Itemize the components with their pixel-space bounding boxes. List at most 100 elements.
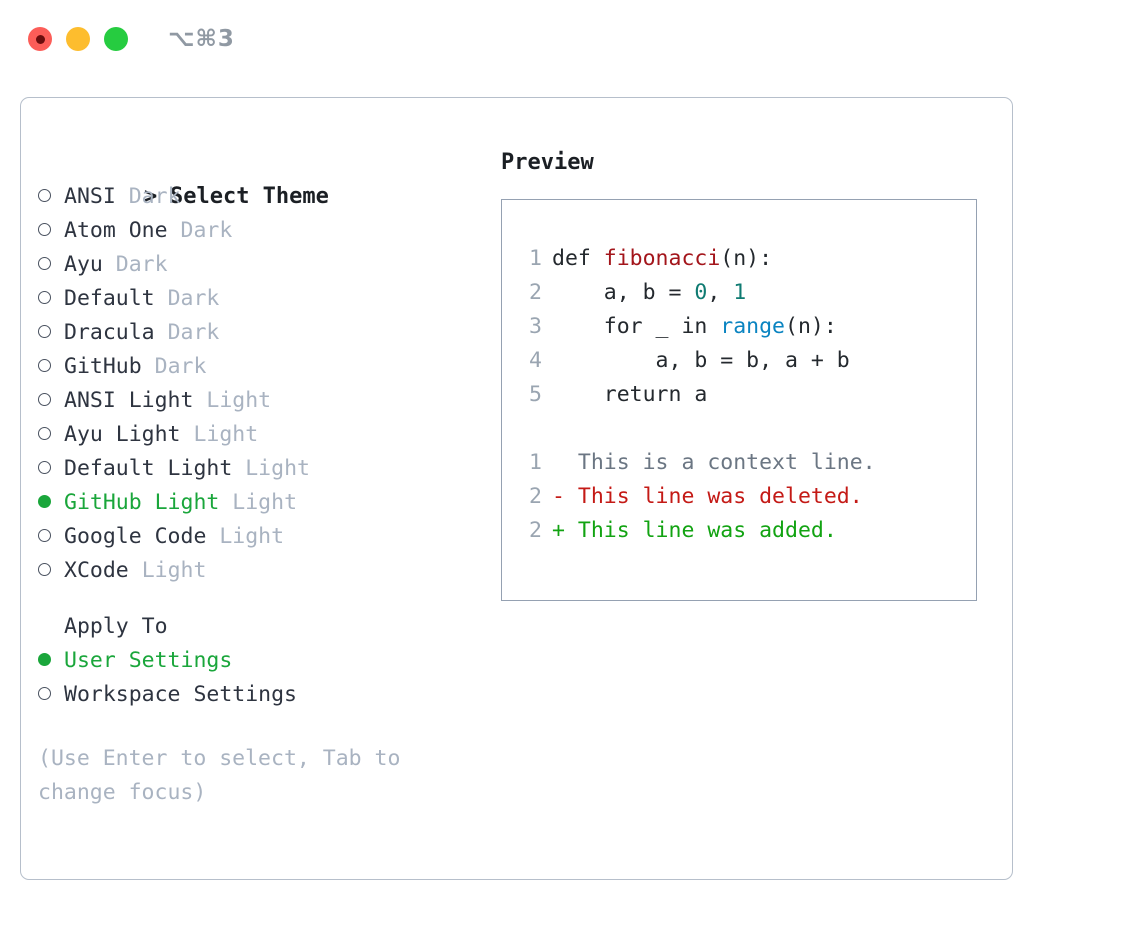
theme-option-google-code[interactable]: Google Code Light — [38, 520, 488, 554]
theme-option-github-light[interactable]: GitHub Light Light — [38, 486, 488, 520]
theme-option-ansi-light[interactable]: ANSI Light Light — [38, 384, 488, 418]
code-token: a, b = b, a + b — [552, 348, 850, 373]
diff-line: 2 + This line was added. — [502, 514, 976, 548]
diff-sample: 1 This is a context line. 2 - This line wa… — [502, 446, 976, 548]
apply-to-option-workspace-settings[interactable]: Workspace Settings — [38, 678, 488, 712]
code-token: , — [707, 280, 734, 305]
theme-option-label: Ayu — [64, 252, 103, 277]
theme-option-label: Dracula — [64, 320, 155, 345]
theme-variant-badge: Dark — [180, 218, 233, 243]
theme-variant-badge: Dark — [128, 184, 181, 209]
code-token: def — [552, 246, 604, 271]
maximize-button[interactable] — [104, 27, 128, 51]
theme-option-github[interactable]: GitHub Dark — [38, 350, 488, 384]
diff-line-text: + This line was added. — [552, 518, 837, 543]
code-line: 4 a, b = b, a + b — [502, 344, 976, 378]
theme-option-label: Default — [64, 286, 155, 311]
radio-unselected-icon — [38, 248, 64, 282]
code-line-number: 3 — [529, 314, 542, 339]
code-token: (n): — [785, 314, 837, 339]
heading-caret-icon: > — [143, 184, 158, 209]
theme-option-ayu-light[interactable]: Ayu Light Light — [38, 418, 488, 452]
diff-line-number: 2 — [529, 484, 542, 509]
theme-option-atom-one[interactable]: Atom One Dark — [38, 214, 488, 248]
theme-variant-badge: Dark — [115, 252, 168, 277]
radio-unselected-icon — [38, 520, 64, 554]
list-spacer — [38, 588, 488, 610]
theme-option-label: GitHub Light — [64, 490, 220, 515]
radio-unselected-icon — [38, 418, 64, 452]
radio-dot — [38, 257, 51, 270]
code-token: a, b = — [552, 280, 695, 305]
code-token: for _ in — [552, 314, 721, 339]
radio-dot — [38, 529, 51, 542]
radio-unselected-icon — [38, 678, 64, 712]
traffic-light-group — [28, 27, 128, 51]
theme-option-default[interactable]: Default Dark — [38, 282, 488, 316]
radio-dot — [38, 495, 51, 508]
code-token: fibonacci — [603, 246, 721, 271]
radio-dot — [38, 461, 51, 474]
diff-line-text: - This line was deleted. — [552, 484, 863, 509]
code-diff-gap — [502, 412, 976, 446]
theme-option-default-light[interactable]: Default Light Light — [38, 452, 488, 486]
theme-variant-badge: Light — [193, 422, 259, 447]
code-line: 5 return a — [502, 378, 976, 412]
diff-line-number: 1 — [529, 450, 542, 475]
theme-option-label: GitHub — [64, 354, 142, 379]
title-bar: ⌥⌘3 — [0, 0, 1140, 78]
radio-unselected-icon — [38, 282, 64, 316]
diff-line-text: This is a context line. — [552, 450, 876, 475]
close-button[interactable] — [28, 27, 52, 51]
theme-option-ansi[interactable]: ANSI Dark — [38, 180, 488, 214]
theme-variant-badge: Light — [245, 456, 310, 481]
theme-option-label: ANSI — [64, 184, 116, 209]
theme-option-label: Google Code — [64, 524, 207, 549]
theme-variant-badge: Light — [232, 490, 298, 515]
radio-dot — [38, 359, 51, 372]
radio-unselected-icon — [38, 452, 64, 486]
theme-variant-badge: Light — [219, 524, 285, 549]
apply-to-option-label: User Settings — [64, 648, 233, 673]
theme-option-ayu[interactable]: Ayu Dark — [38, 248, 488, 282]
code-line-number: 1 — [529, 246, 542, 271]
radio-unselected-icon — [38, 180, 64, 214]
radio-dot — [38, 189, 51, 202]
code-line: 3 for _ in range(n): — [502, 310, 976, 344]
theme-option-label: ANSI Light — [64, 388, 194, 413]
radio-dot — [38, 687, 51, 700]
radio-selected-icon — [38, 644, 64, 678]
theme-option-label: Atom One — [64, 218, 168, 243]
theme-option-label: Default Light — [64, 456, 233, 481]
radio-unselected-icon — [38, 554, 64, 588]
keyboard-hint: (Use Enter to select, Tab to change focu… — [38, 746, 414, 805]
theme-list-heading: > Select Theme — [38, 146, 488, 209]
theme-option-label: XCode — [64, 558, 129, 583]
diff-line-number: 2 — [529, 518, 542, 543]
code-line-number: 5 — [529, 382, 542, 407]
minimize-button[interactable] — [66, 27, 90, 51]
radio-dot — [38, 563, 51, 576]
heading-label: Select Theme — [169, 184, 329, 209]
theme-option-dracula[interactable]: Dracula Dark — [38, 316, 488, 350]
apply-to-option-user-settings[interactable]: User Settings — [38, 644, 488, 678]
apply-to-heading: Apply To — [64, 614, 168, 639]
code-token: return a — [552, 382, 708, 407]
theme-option-xcode[interactable]: XCode Light — [38, 554, 488, 588]
code-token: 0 — [694, 280, 708, 305]
radio-unselected-icon — [38, 316, 64, 350]
theme-variant-badge: Dark — [167, 320, 220, 345]
theme-option-label: Ayu Light — [64, 422, 181, 447]
radio-unselected-icon — [38, 350, 64, 384]
radio-dot — [38, 393, 51, 406]
theme-variant-badge: Light — [206, 388, 272, 413]
theme-variant-badge: Light — [141, 558, 207, 583]
